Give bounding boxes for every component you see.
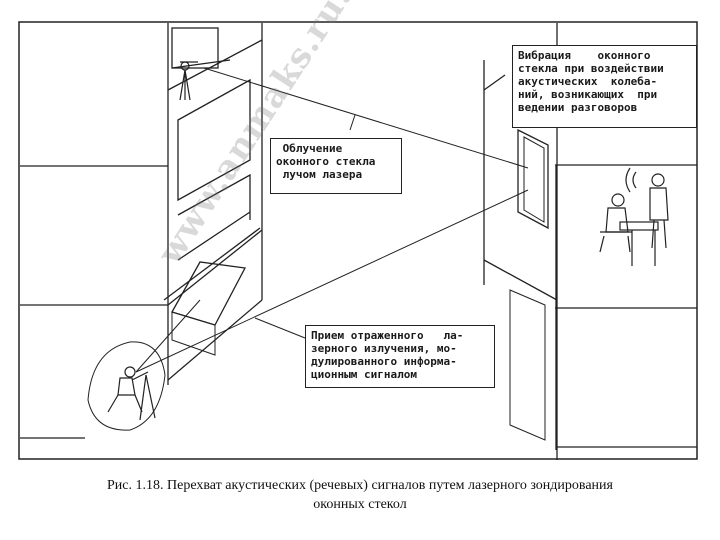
ground-lines xyxy=(20,164,697,448)
laser-beam-lines xyxy=(135,67,529,373)
laser-operator-upper-figure xyxy=(179,61,198,101)
left-building xyxy=(163,23,263,385)
room-people-figure xyxy=(599,167,669,266)
callout-irradiation: Облучение оконного стекла лучом лазера xyxy=(270,138,402,194)
illustration-frame xyxy=(18,21,698,460)
caption-line-1: Рис. 1.18. Перехват акустических (речевы… xyxy=(107,478,613,493)
operator-lower-figure xyxy=(87,341,166,431)
callout-reception: Прием отраженного ла- зерного излучения,… xyxy=(305,325,495,388)
figure-caption: Рис. 1.18. Перехват акустических (речевы… xyxy=(20,476,700,514)
caption-line-2: оконных стекол xyxy=(313,497,407,512)
callout-vibration: Вибрация оконного стекла при воздействии… xyxy=(512,45,697,128)
